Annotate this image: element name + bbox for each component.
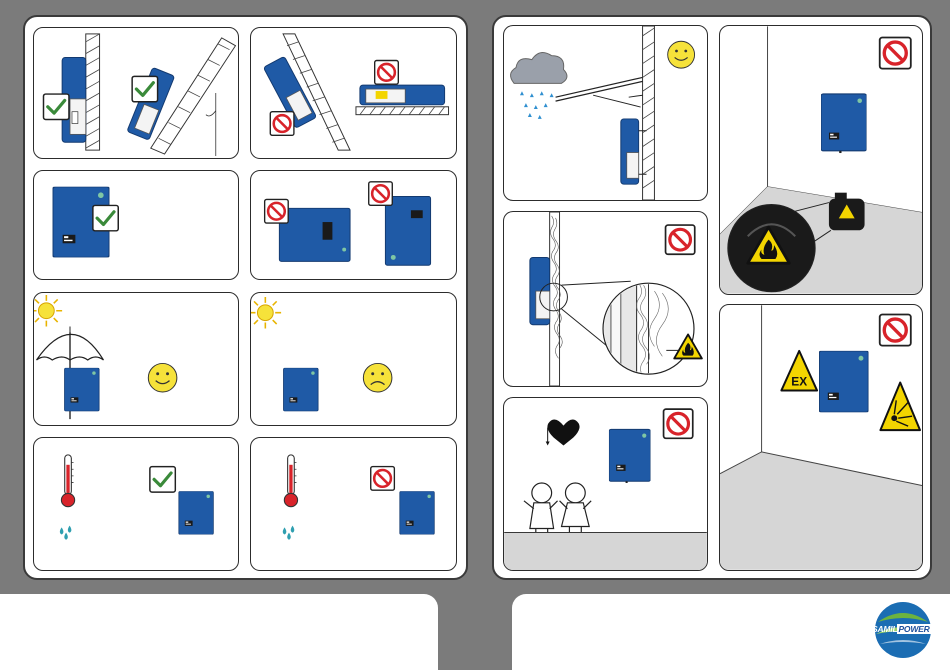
forbid-icon: [369, 182, 393, 206]
panel-mount-tilt-back: [33, 27, 239, 159]
inverter: [821, 94, 867, 153]
forbid-icon: [375, 61, 399, 85]
forbid-icon: [265, 199, 289, 223]
check-icon: [44, 94, 69, 119]
inverter: [609, 429, 651, 483]
inverter-side: [530, 257, 550, 324]
inverter-flat: [360, 85, 445, 105]
thermometer-icon: [284, 455, 297, 507]
logo-brand-right: POWER: [897, 624, 930, 634]
forbid-icon: [880, 315, 911, 346]
inverter: [400, 491, 435, 536]
logo-brand-left: SAMIL: [872, 624, 897, 634]
panel-rain-shelter: [503, 25, 708, 201]
happy-face-icon: [668, 41, 695, 68]
panel-flammable-wall: [503, 211, 708, 387]
check-icon: [132, 76, 157, 101]
panel-temp-humidity-ok: [33, 437, 239, 571]
roof-canopy: [556, 77, 643, 107]
bottom-left-page: [0, 594, 438, 670]
explosion-warning-icon: [880, 383, 920, 431]
floor: [356, 107, 449, 115]
check-icon: [93, 205, 118, 230]
inverter-upside-down: [385, 197, 430, 266]
heart-icon: [546, 420, 580, 446]
panel-mount-tilt-forward: [250, 27, 457, 159]
sad-face-icon: [363, 363, 392, 392]
wooden-wall: [550, 212, 563, 386]
magnified-detail: [603, 281, 694, 380]
panel-mount-vertical: [33, 170, 239, 280]
wall: [86, 34, 100, 150]
panel-sun-shade: [33, 292, 239, 426]
happy-face-icon: [148, 363, 177, 392]
svg-text:EX: EX: [791, 375, 807, 389]
forbid-icon: [880, 38, 911, 69]
water-drops-icon: [60, 526, 72, 540]
panel-temp-humidity-bad: [250, 437, 457, 571]
forbid-icon: [371, 467, 395, 491]
panel-flammable-storage: [719, 25, 923, 295]
sun-icon: [251, 297, 281, 329]
inverter: [179, 491, 214, 536]
check-icon: [150, 467, 175, 492]
children-icon: [524, 483, 591, 532]
panel-children-reach: [503, 397, 708, 571]
inverter: [283, 368, 318, 413]
inverter-horizontal: [279, 208, 350, 261]
logo-wordmark: SAMILPOWER: [872, 624, 936, 634]
inverter: [819, 351, 868, 415]
panel-sun-direct: [250, 292, 457, 426]
forbid-icon: [270, 112, 294, 136]
water-drops-icon: [283, 526, 295, 540]
inverter: [64, 368, 99, 413]
ex-warning-icon: EX: [781, 351, 817, 391]
forbid-icon: [666, 225, 695, 254]
panel-explosive-area: EX: [719, 304, 923, 571]
sun-icon: [34, 295, 62, 327]
forbid-icon: [664, 409, 693, 438]
rain-cloud-icon: [511, 52, 567, 118]
thermometer-icon: [61, 455, 74, 507]
panel-mount-horizontal: [250, 170, 457, 280]
